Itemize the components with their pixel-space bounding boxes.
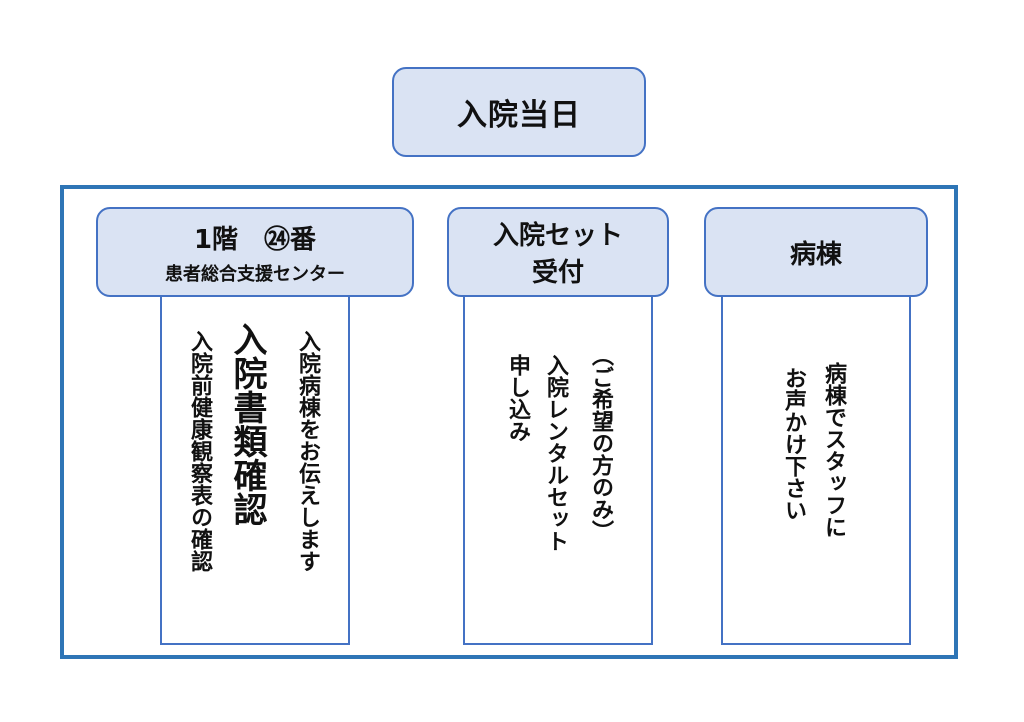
step-1-header-line1: 1階 ㉔番 [193,224,317,255]
step-3-body: 病棟でスタッフに お声かけ下さい [721,290,911,645]
step-3-item-2: お声かけ下さい [781,367,806,521]
step-1-header-line2: 患者総合支援センター [165,263,345,285]
step-2-header-line2: 受付 [531,258,584,288]
step-1-header: 1階 ㉔番 患者総合支援センター [96,207,414,297]
step-2-item-1: （ご希望の方のみ） [588,344,613,542]
step-1-body: 入院病棟をお伝えします 入院書類確認 入院前健康観察表の確認 [160,290,350,645]
page-title: 入院当日 [392,67,646,157]
step-3-header: 病棟 [704,207,928,297]
step-1-item-3: 入院前健康観察表の確認 [187,330,212,572]
step-2-body: （ご希望の方のみ） 入院レンタルセット 申し込み [463,290,653,645]
step-1-item-1: 入院病棟をお伝えします [295,330,320,572]
step-3-item-1: 病棟でスタッフに [821,362,846,538]
step-3-header-line1: 病棟 [789,239,842,270]
step-2-item-3: 申し込み [505,354,530,442]
step-1-item-2: 入院書類確認 [227,322,267,526]
step-2-header: 入院セット 受付 [447,207,669,297]
step-2-header-line1: 入院セット [492,221,623,251]
step-2-item-2: 入院レンタルセット [543,354,568,552]
